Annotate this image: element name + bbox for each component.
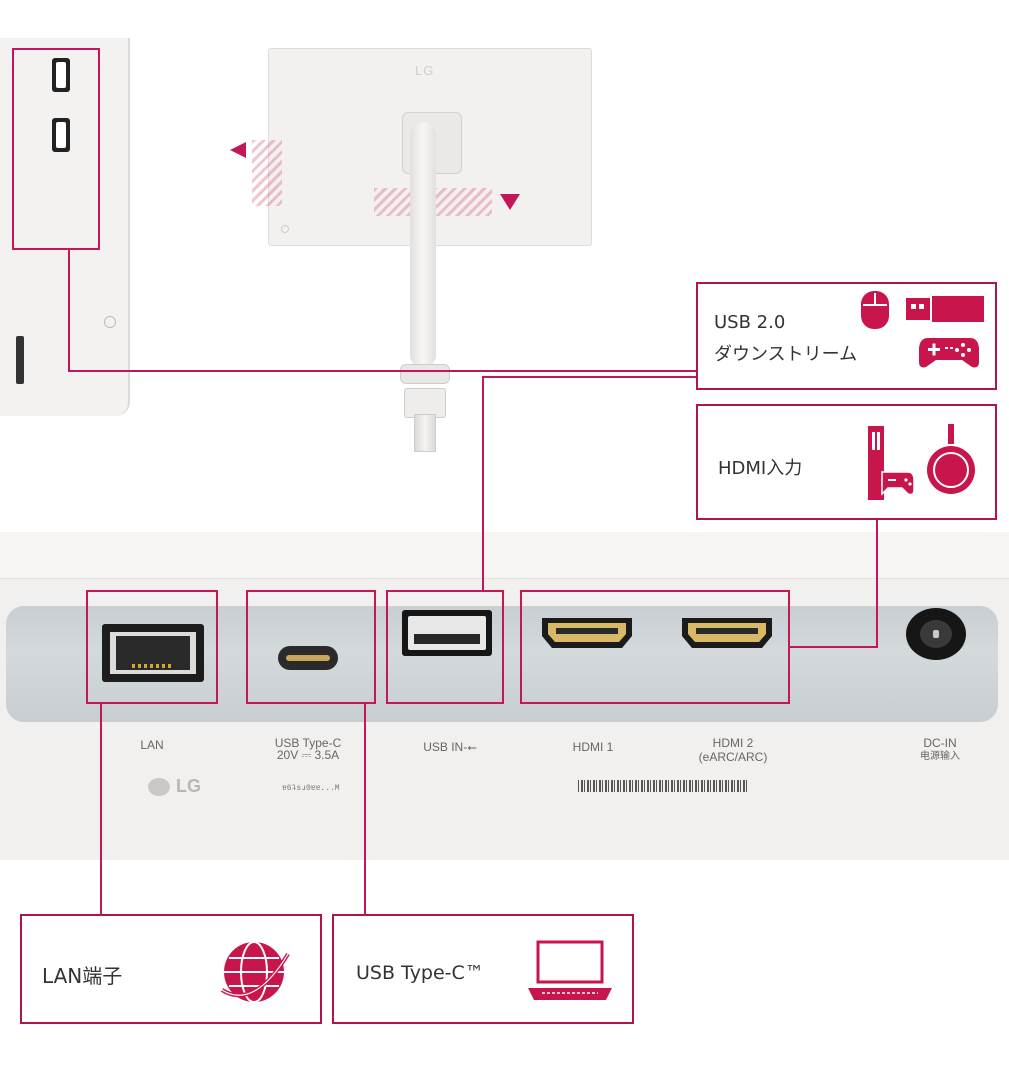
side-usb-port-1	[52, 58, 70, 92]
wire-usba-up	[482, 378, 484, 590]
usbc-callout: USB Type-C™	[332, 914, 634, 1024]
dcin-port	[906, 608, 966, 660]
usb2-callout-line1: USB 2.0	[714, 312, 786, 333]
hdmi2-label-1: HDMI 2	[712, 736, 754, 750]
usb2-callout: USB 2.0 ダウンストリーム	[696, 282, 997, 390]
lan-highlight	[86, 590, 218, 704]
usbc-port-label-2: 20V ⎓ 3.5A	[276, 748, 340, 762]
streaming-stick-icon	[926, 424, 976, 504]
wire-hdmi-up	[876, 520, 878, 648]
lan-port	[102, 624, 204, 682]
wire-usba-across	[482, 376, 696, 378]
hdmi-callout: HDMI入力	[696, 404, 997, 520]
usb-a-port	[402, 610, 492, 656]
stand-clamp-collar	[400, 364, 450, 384]
wire-side-across	[68, 370, 696, 372]
gamepad-icon	[918, 334, 980, 374]
usb-stick-icon	[906, 296, 984, 326]
side-power-switch	[16, 336, 24, 384]
hdmi-callout-label: HDMI入力	[718, 458, 803, 479]
usb-in-label: USB IN-⭠	[423, 740, 477, 754]
laptop-icon	[528, 940, 612, 1006]
tilt-indicator-hatch	[252, 140, 282, 206]
wire-usbc-down	[364, 704, 366, 914]
usbc-port	[278, 646, 338, 670]
usbc-callout-label: USB Type-C™	[356, 962, 484, 984]
side-usb-highlight	[12, 48, 100, 250]
stand-screw	[414, 414, 436, 452]
usbc-highlight	[246, 590, 376, 704]
hdmi-highlight	[520, 590, 790, 704]
dcin-label-2: 电源输入	[920, 751, 960, 762]
lg-logo-text: LG	[176, 776, 201, 796]
barcode	[578, 780, 748, 792]
hdmi1-label: HDMI 1	[572, 740, 614, 754]
hdmi2-label-2: (eARC/ARC)	[698, 750, 768, 764]
stand-arm	[410, 122, 436, 368]
dcin-label-1: DC-IN	[923, 736, 957, 750]
usb2-callout-line2: ダウンストリーム	[714, 344, 858, 365]
wire-side-down	[68, 250, 70, 372]
usb-a-highlight	[386, 590, 504, 704]
down-arrow-icon	[500, 194, 520, 210]
hdmi1-port	[540, 616, 634, 654]
stand-clamp	[404, 388, 446, 418]
console-icon	[868, 426, 915, 506]
hdmi2-port	[680, 616, 774, 654]
left-arrow-icon	[230, 142, 246, 158]
rear-dot	[281, 225, 289, 233]
lan-callout: LAN端子	[20, 914, 322, 1024]
lan-port-label: LAN	[140, 738, 164, 752]
lan-callout-label: LAN端子	[42, 964, 123, 988]
wire-hdmi-across	[790, 646, 878, 648]
mouse-icon	[860, 290, 890, 334]
port-panel-top-band	[0, 532, 1009, 579]
rear-logo: LG	[415, 63, 435, 78]
usbc-port-label-1: USB Type-C	[274, 736, 342, 750]
globe-icon	[218, 936, 290, 1012]
lg-logo-mark	[148, 778, 170, 796]
model-text: ɐ6ʇsɹ0ɐɐ...M	[282, 784, 340, 793]
side-usb-port-2	[52, 118, 70, 152]
wire-lan-down	[100, 704, 102, 914]
side-indicator-dot	[104, 316, 116, 328]
